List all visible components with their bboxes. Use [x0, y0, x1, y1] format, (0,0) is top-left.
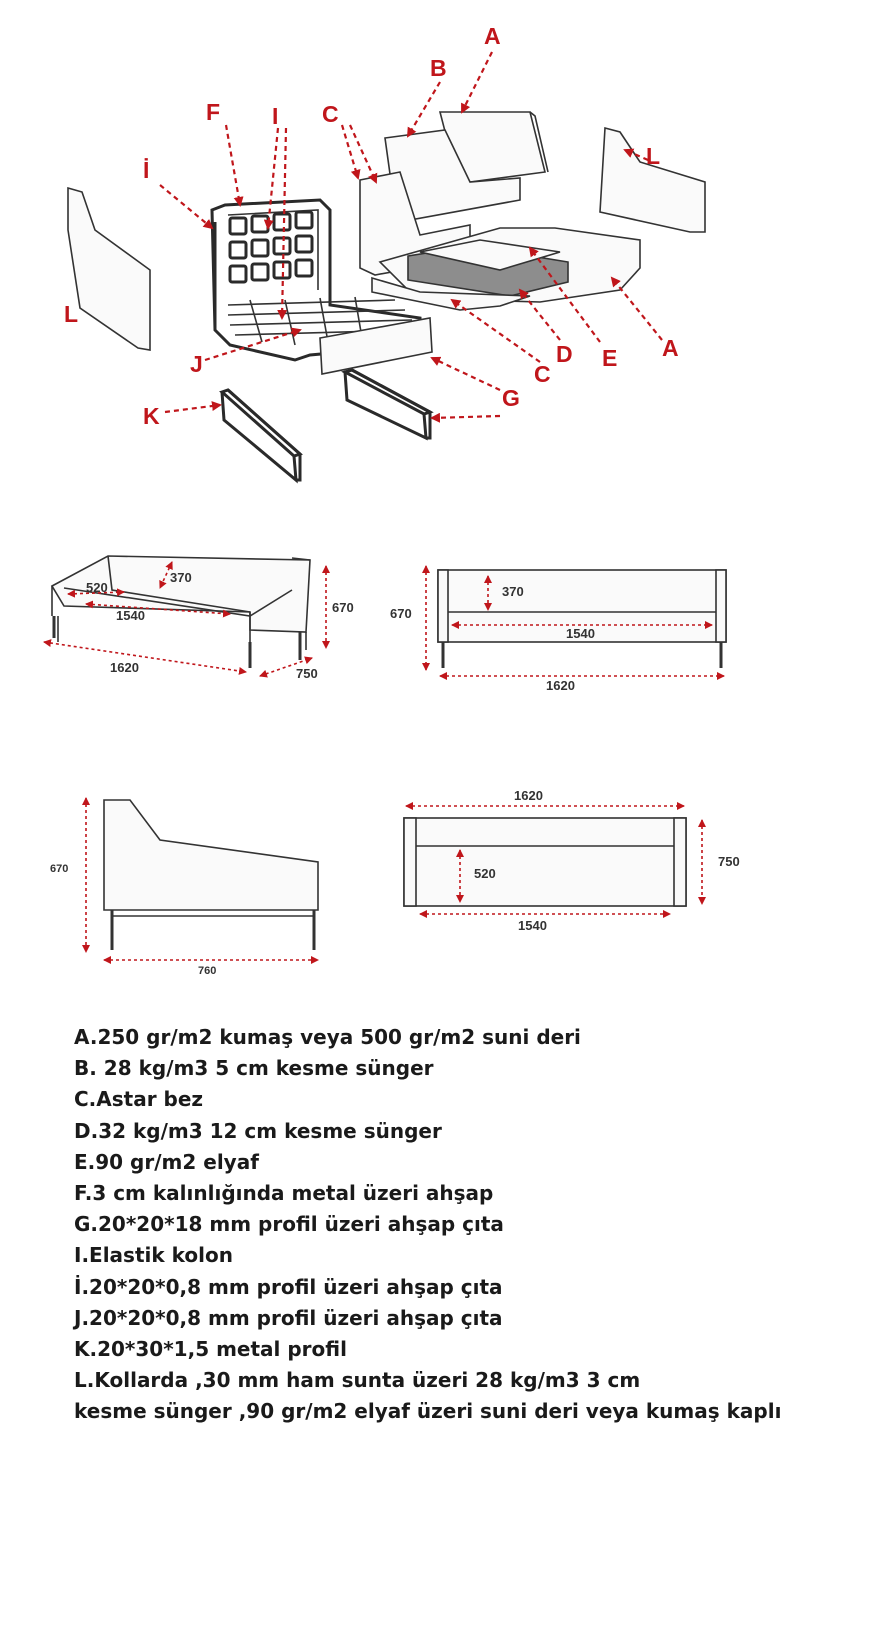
- legend-item-F: F.3 cm kalınlığında metal üzeri ahşap: [74, 1181, 494, 1206]
- top-dim-1620: 1620: [514, 788, 543, 803]
- persp-dim-1540: 1540: [116, 608, 145, 623]
- top-view: 1620 520 750 1540: [403, 788, 740, 933]
- seat-fiber: [419, 239, 561, 271]
- front-dim-1620: 1620: [546, 678, 575, 693]
- callout-I: I: [272, 103, 278, 129]
- legend-item-K: K.20*30*1,5 metal profil: [74, 1337, 347, 1362]
- top-dim-1540: 1540: [518, 918, 547, 933]
- top-dim-750: 750: [718, 854, 740, 869]
- callout-D: D: [556, 341, 573, 367]
- materials-legend: A.250 gr/m2 kumaş veya 500 gr/m2 suni de…: [74, 1022, 874, 1428]
- legend-item-I: I.Elastik kolon: [74, 1243, 233, 1268]
- callout-E: E: [602, 345, 617, 371]
- callout-B: B: [430, 55, 447, 81]
- legend-item-B: B. 28 kg/m3 5 cm kesme sünger: [74, 1056, 434, 1081]
- callout-K: K: [143, 403, 160, 429]
- front-dim-370: 370: [502, 584, 524, 599]
- side-dim-670: 670: [50, 863, 68, 875]
- left-arm-panel: [67, 186, 151, 351]
- callout-I-dot: İ: [143, 157, 149, 183]
- legend-item-I-dot: İ.20*20*0,8 mm profil üzeri ahşap çıta: [74, 1274, 503, 1299]
- callout-A-bottom: A: [662, 335, 679, 361]
- callout-G: G: [502, 385, 520, 411]
- callout-L-left: L: [64, 301, 78, 327]
- legend-item-L: L.Kollarda ,30 mm ham sunta üzeri 28 kg/…: [74, 1368, 641, 1393]
- perspective-view: 370 520 1540 1620 670 750: [43, 555, 354, 681]
- legend-item-J: J.20*20*0,8 mm profil üzeri ahşap çıta: [74, 1305, 503, 1330]
- front-dim-1540: 1540: [566, 626, 595, 641]
- persp-dim-370: 370: [170, 570, 192, 585]
- side-dim-760: 760: [198, 965, 216, 977]
- callout-A-top: A: [484, 23, 501, 49]
- legend-item-C: C.Astar bez: [74, 1087, 204, 1112]
- top-dim-520: 520: [474, 866, 496, 881]
- side-view: 670 760: [50, 797, 319, 977]
- exploded-view: A B C F I İ L L J D E A C G K: [64, 23, 706, 484]
- legend-item-L-cont: kesme sünger ,90 gr/m2 elyaf üzeri suni …: [74, 1399, 782, 1424]
- front-panel: [319, 317, 433, 375]
- elastic-webbing: [228, 210, 314, 284]
- legend-item-A: A.250 gr/m2 kumaş veya 500 gr/m2 suni de…: [74, 1025, 581, 1049]
- callout-L-right: L: [646, 143, 660, 169]
- persp-dim-520: 520: [86, 580, 108, 595]
- callout-J: J: [190, 351, 203, 377]
- legend-item-G: G.20*20*18 mm profil üzeri ahşap çıta: [74, 1212, 504, 1237]
- persp-dim-750: 750: [296, 666, 318, 681]
- persp-dim-670: 670: [332, 600, 354, 615]
- metal-leg-right: [341, 368, 434, 441]
- metal-leg-left: [219, 388, 303, 484]
- legend-item-E: E.90 gr/m2 elyaf: [74, 1149, 259, 1174]
- callout-C-top: C: [322, 101, 339, 127]
- seat-base-sheet: [371, 276, 531, 311]
- front-dim-670: 670: [390, 606, 412, 621]
- callout-C-bottom: C: [534, 361, 551, 387]
- legend-item-D: D.32 kg/m3 12 cm kesme sünger: [74, 1118, 442, 1143]
- callout-F: F: [206, 99, 220, 125]
- front-view: 370 1540 670 1620: [390, 565, 727, 693]
- persp-dim-1620: 1620: [110, 660, 139, 675]
